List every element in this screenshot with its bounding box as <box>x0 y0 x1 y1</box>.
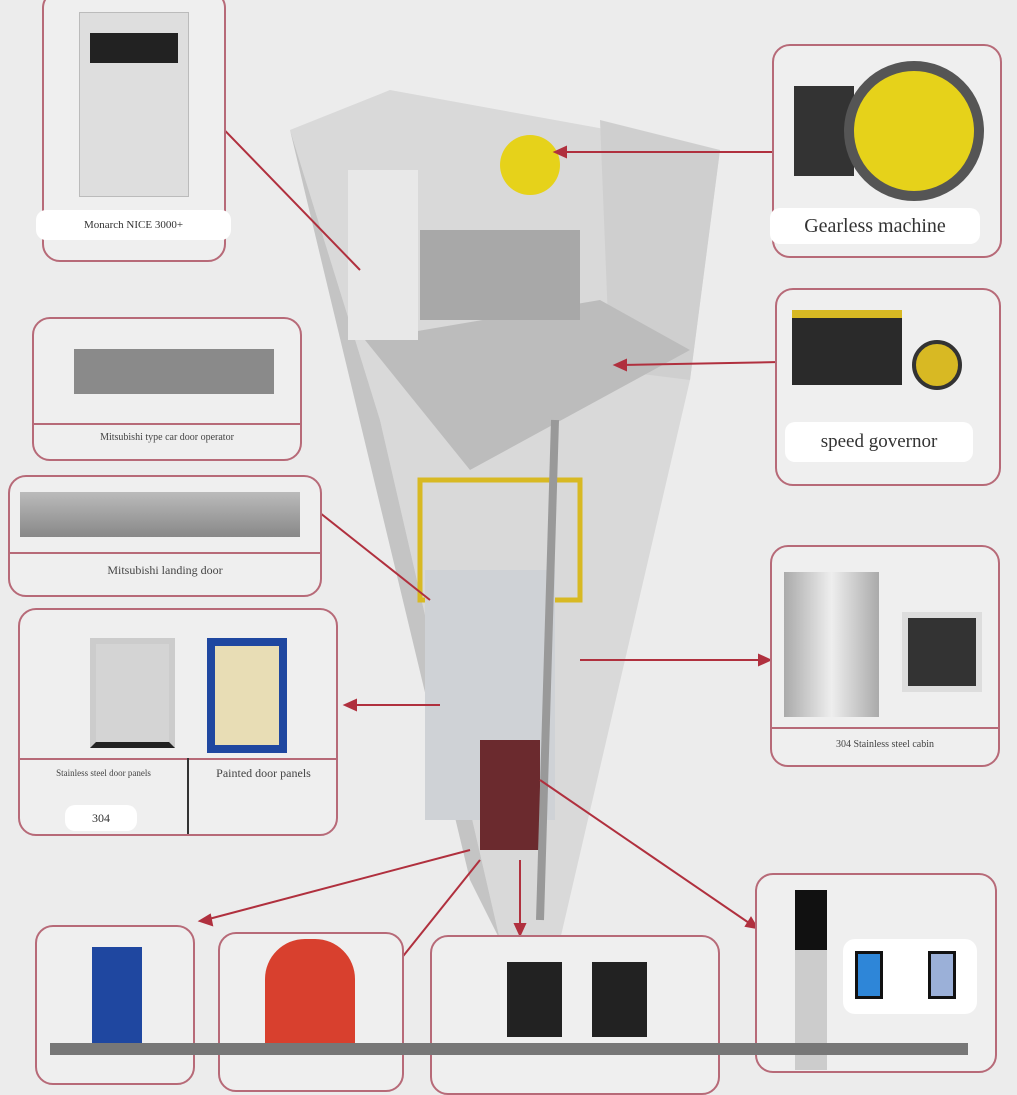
governor-image <box>792 310 902 385</box>
elevator-shaft-illustration <box>197 90 781 978</box>
bottom-scrollbar[interactable] <box>50 1043 968 1055</box>
fixtures-box <box>755 873 997 1073</box>
safety-gear-image-2 <box>592 962 647 1037</box>
controller-cabinet-image <box>79 12 189 197</box>
safety-gear-image <box>507 962 562 1037</box>
controller-box: Monarch NICE 3000+ <box>36 0 231 262</box>
stainless-door-image <box>90 638 175 748</box>
buffer-box <box>35 925 195 1085</box>
cabin-box: 304 Stainless steel cabin <box>770 545 1000 767</box>
ceiling-image <box>902 612 982 692</box>
cabin-label: 304 Stainless steel cabin <box>835 739 935 750</box>
stainless-door-label: Stainless steel door panels <box>56 768 151 778</box>
hydraulic-buffer-image <box>92 947 142 1047</box>
door-operator-label: Mitsubishi type car door operator <box>100 432 234 443</box>
door-panels-box: Stainless steel door panels Painted door… <box>18 608 338 836</box>
machine-box: Gearless machine <box>770 44 1002 258</box>
hall-call-highlight <box>843 939 977 1014</box>
stainless-grade-label: 304 <box>65 805 137 831</box>
governor-wheel-image <box>912 340 962 390</box>
machine-label: Gearless machine <box>770 208 980 244</box>
governor-box: speed governor <box>775 288 1001 486</box>
landing-door-image <box>20 492 300 537</box>
painted-door-image <box>207 638 287 753</box>
machine-in-shaft <box>500 135 560 195</box>
cabin-image <box>784 572 879 717</box>
safety-gear-box <box>430 935 720 1095</box>
governor-label: speed governor <box>785 422 973 462</box>
polyurethane-buffer-image <box>265 939 355 1049</box>
cop-panel-image <box>795 890 827 1070</box>
controller-label: Monarch NICE 3000+ <box>36 210 231 240</box>
landing-door-box: Mitsubishi landing door <box>8 475 322 597</box>
door-operator-image <box>74 349 274 394</box>
painted-door-label: Painted door panels <box>216 766 311 780</box>
door-operator-box: Mitsubishi type car door operator <box>32 317 302 461</box>
spring-buffer-box <box>218 932 404 1092</box>
landing-door-label: Mitsubishi landing door <box>107 563 223 577</box>
gearless-machine-image <box>794 56 984 206</box>
